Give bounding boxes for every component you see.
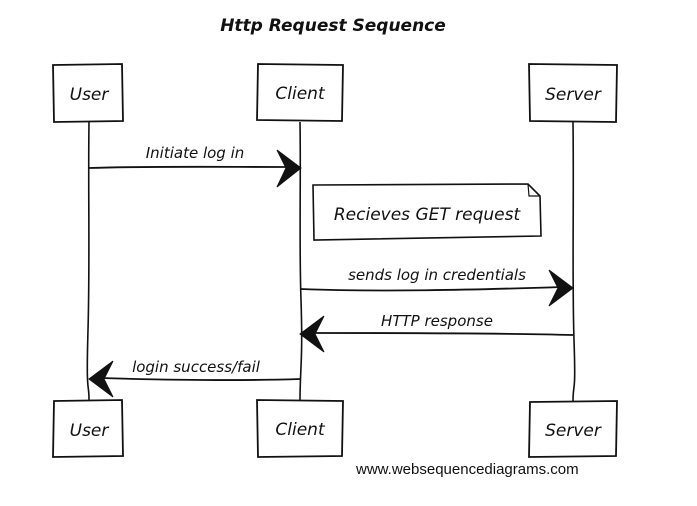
- participant-label: Server: [545, 421, 602, 441]
- message-arrow-line: [310, 332, 574, 336]
- participant-client-bottom: Client: [256, 399, 344, 458]
- lifeline-client: [299, 121, 303, 401]
- participant-client-top: Client: [256, 63, 344, 122]
- message-arrow-line: [88, 165, 291, 169]
- note-text: Recieves GET request: [334, 205, 522, 225]
- participant-user-bottom: User: [52, 399, 124, 458]
- arrowhead-left-icon: [88, 360, 114, 398]
- participant-label: Server: [545, 85, 602, 105]
- message-label: login success/fail: [132, 358, 261, 376]
- participant-label: User: [70, 85, 110, 105]
- diagram-title: Http Request Sequence: [220, 16, 446, 36]
- message-login-success-fail: login success/fail: [88, 358, 301, 398]
- message-label: Initiate log in: [146, 144, 245, 162]
- lifeline-user: [86, 121, 90, 401]
- message-label: HTTP response: [381, 312, 493, 330]
- participant-server-bottom: Server: [528, 400, 618, 458]
- message-arrow-line: [300, 286, 563, 292]
- participant-user-top: User: [52, 63, 124, 123]
- note-client: Recieves GET request: [312, 183, 542, 241]
- participant-label: Client: [275, 84, 326, 104]
- note-fold-icon: [527, 183, 540, 197]
- participant-label: User: [70, 421, 110, 441]
- arrowhead-right-icon: [276, 149, 302, 188]
- lifeline-server: [572, 121, 576, 403]
- arrowhead-right-icon: [548, 269, 574, 307]
- message-initiate-log-in: Initiate log in: [88, 144, 302, 188]
- participant-label: Client: [275, 420, 326, 440]
- message-arrow-line: [99, 377, 301, 381]
- watermark-text: www.websequencediagrams.com: [355, 461, 579, 478]
- message-sends-log-in-credentials: sends log in credentials: [300, 266, 574, 307]
- participant-server-top: Server: [528, 63, 618, 123]
- message-http-response: HTTP response: [299, 312, 574, 353]
- arrowhead-left-icon: [299, 315, 325, 353]
- message-label: sends log in credentials: [348, 266, 526, 284]
